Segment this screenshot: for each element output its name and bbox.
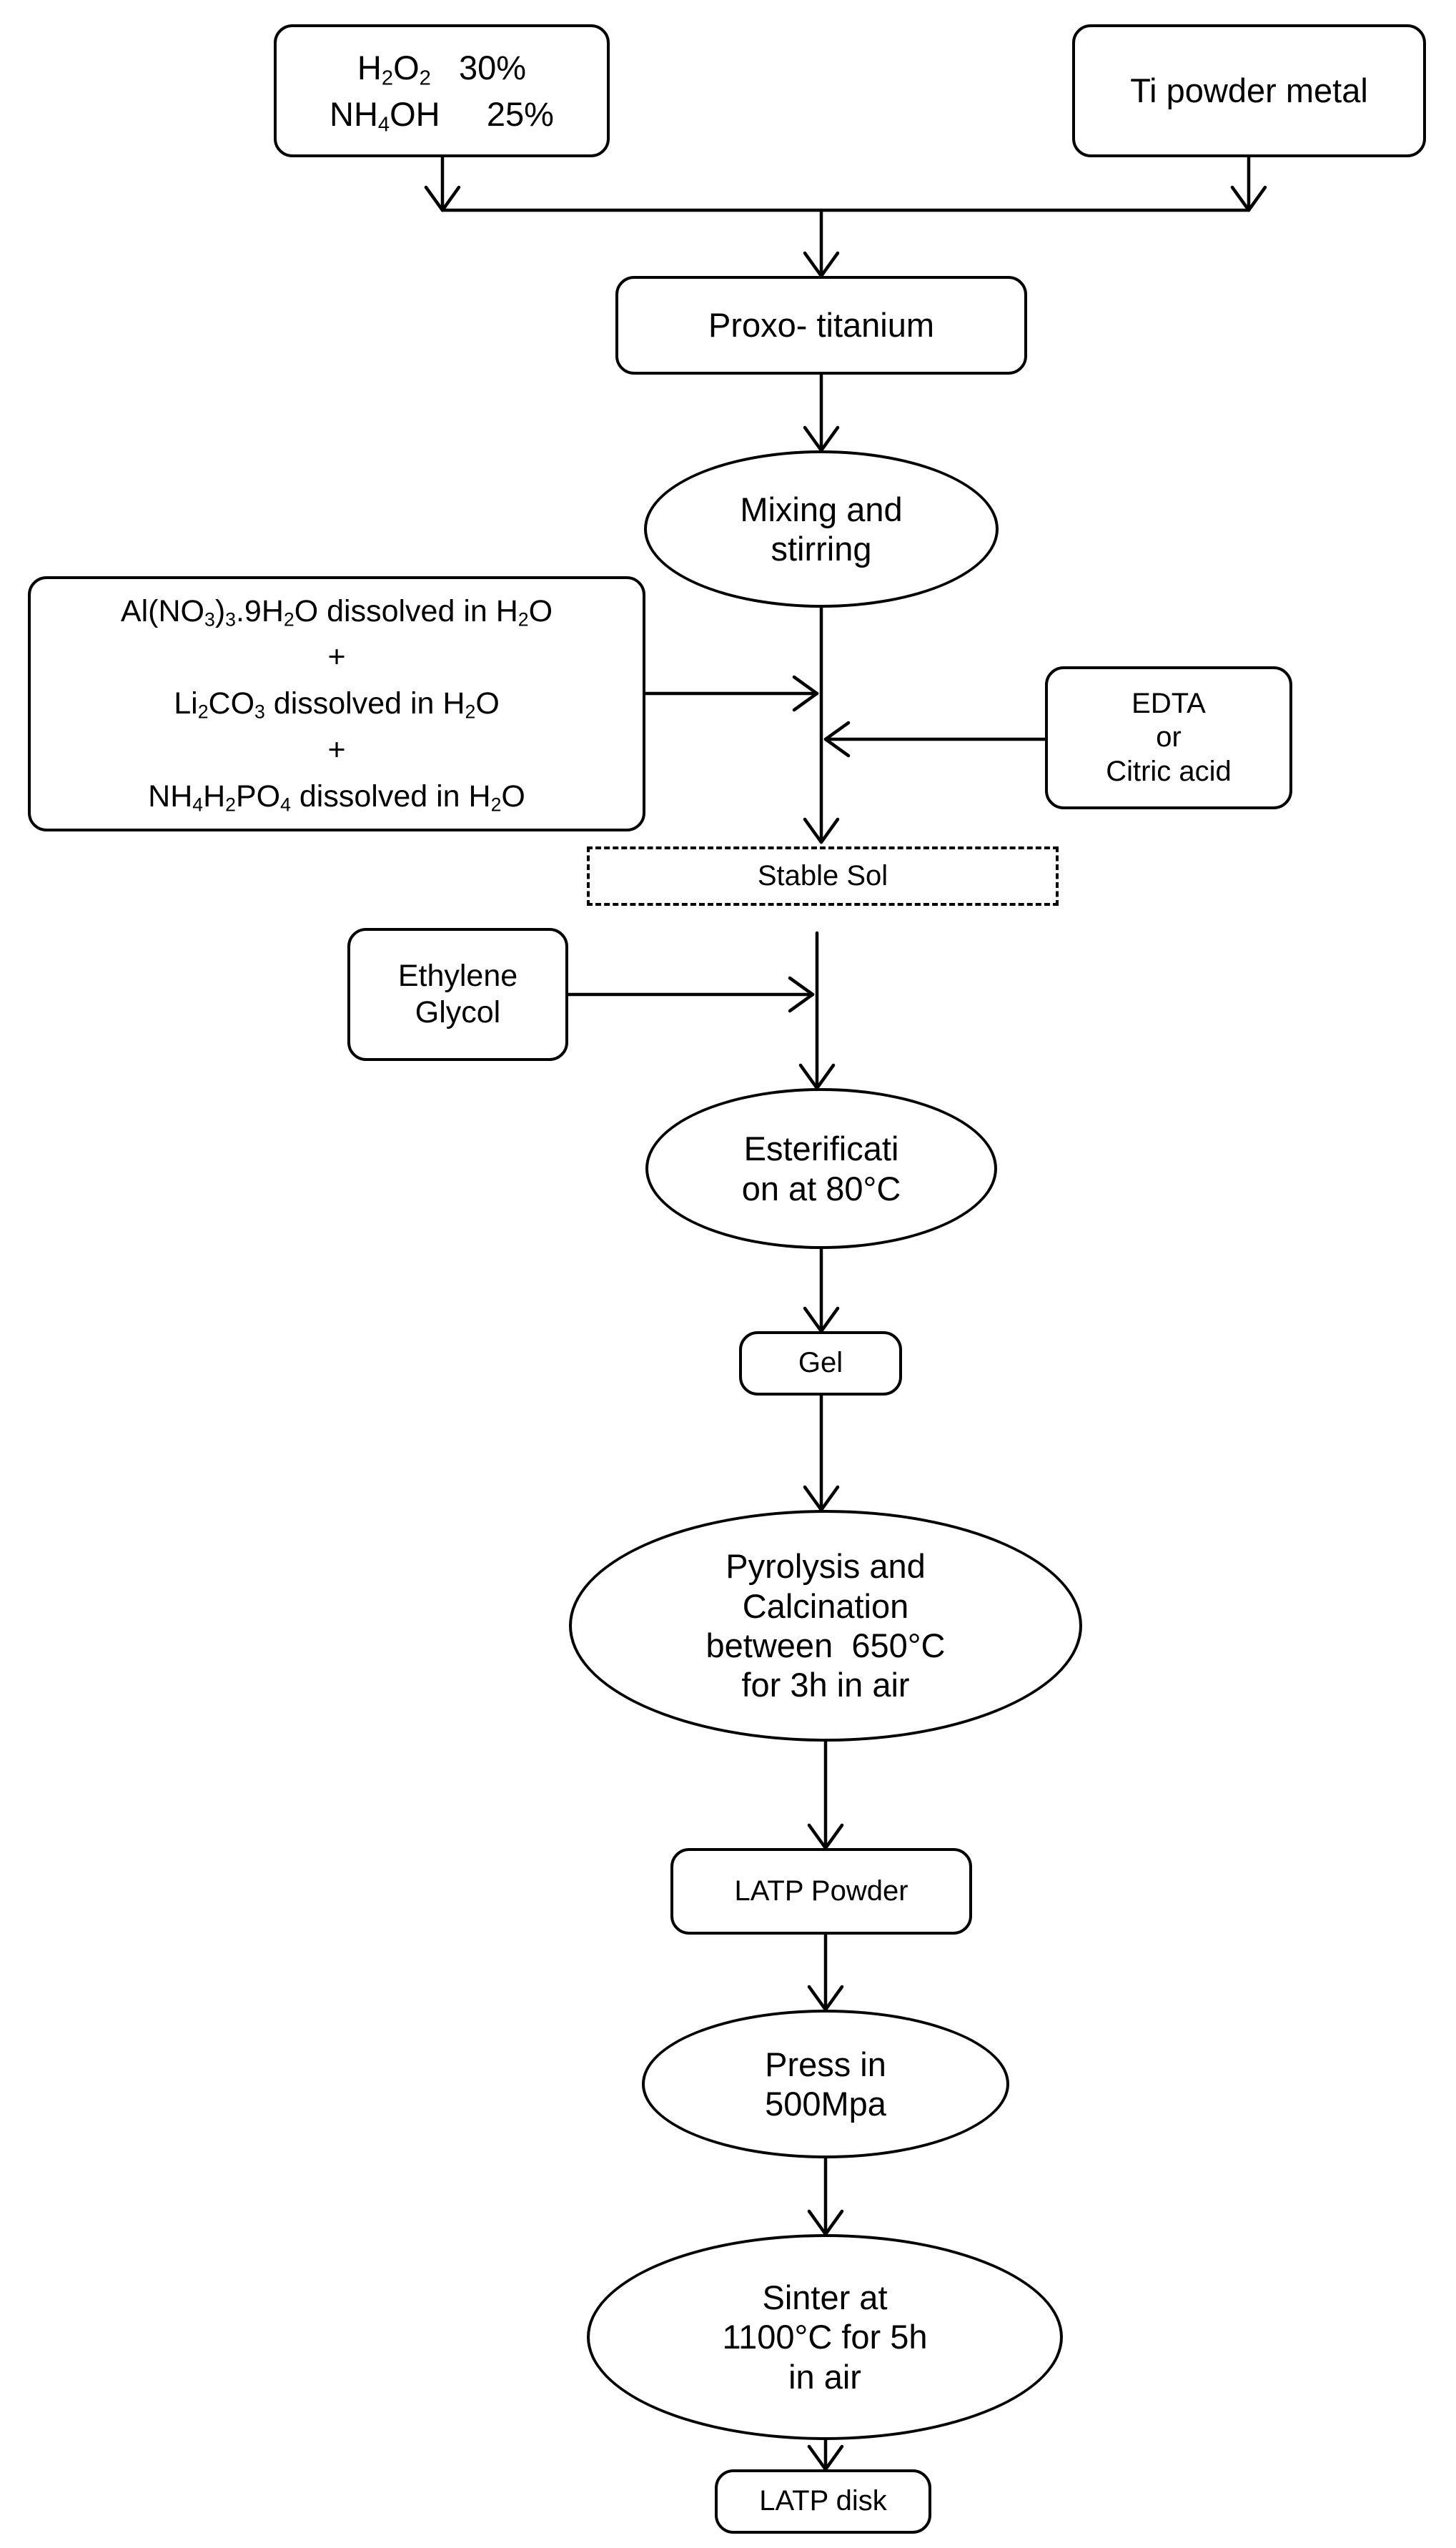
arrow-gel-to-pyrolysis	[803, 1393, 840, 1512]
arrow-sinter-to-disk	[807, 2438, 844, 2472]
mixing-line-2: stirring	[771, 530, 872, 568]
proxo-titanium-label: Proxo- titanium	[708, 306, 935, 345]
pyrolysis-line-1: Pyrolysis and	[725, 1547, 926, 1586]
latp-disk-box: LATP disk	[715, 2469, 931, 2534]
pyrolysis-line-2: Calcination	[742, 1586, 909, 1625]
h2o2-line: H2O2 30%	[357, 48, 527, 89]
ethylene-glycol-box: Ethylene Glycol	[347, 928, 568, 1061]
mixing-stirring-ellipse: Mixing and stirring	[644, 450, 999, 608]
plus-sign-2: +	[327, 732, 346, 767]
mixing-line-1: Mixing and	[740, 490, 903, 528]
ethylene-glycol-line-2: Glycol	[415, 995, 501, 1029]
stable-sol-label: Stable Sol	[757, 859, 888, 892]
pyrolysis-line-3: between 650°C	[705, 1626, 946, 1664]
arrow-pyrolysis-to-latp-powder	[807, 1739, 844, 1850]
plus-sign-1: +	[327, 640, 346, 675]
gel-box: Gel	[739, 1331, 902, 1396]
h2o2-formula: H2O2	[357, 48, 431, 89]
esterification-line-1: Esterificati	[743, 1130, 899, 1168]
precursor-salts-box: Al(NO3)3.9H2O dissolved in H2O + Li2CO3 …	[28, 576, 645, 831]
arrow-esterification-to-gel	[803, 1247, 840, 1333]
ti-powder-metal-box: Ti powder metal	[1072, 24, 1426, 157]
chelating-line-1: EDTA	[1131, 688, 1206, 720]
press-line-2: 500Mpa	[765, 2085, 886, 2123]
latp-powder-box: LATP Powder	[670, 1848, 972, 1935]
sinter-line-2: 1100°C for 5h	[722, 2318, 928, 2356]
arrow-salts-to-main	[643, 675, 819, 712]
esterification-ellipse: Esterificati on at 80°C	[645, 1088, 997, 1249]
latp-disk-label: LATP disk	[759, 2485, 887, 2517]
press-ellipse: Press in 500Mpa	[642, 2010, 1009, 2158]
pyrolysis-calcination-ellipse: Pyrolysis and Calcination between 650°C …	[569, 1510, 1082, 1742]
arrow-ti-powder-down	[1230, 155, 1267, 212]
esterification-line-2: on at 80°C	[741, 1169, 901, 1208]
chelating-line-2: or	[1156, 721, 1182, 754]
nh4oh-line: NH4OH 25%	[330, 94, 554, 137]
press-line-1: Press in	[765, 2045, 886, 2083]
latp-powder-label: LATP Powder	[734, 1875, 908, 1907]
gel-label: Gel	[798, 1347, 843, 1379]
chelating-agent-box: EDTA or Citric acid	[1045, 666, 1292, 809]
arrow-press-to-sinter	[807, 2156, 844, 2236]
ethylene-glycol-line-1: Ethylene	[397, 959, 518, 994]
pyrolysis-line-4: for 3h in air	[741, 1666, 910, 1704]
stable-sol-box: Stable Sol	[587, 846, 1059, 906]
arrow-reagents-down	[424, 155, 461, 212]
nh4oh-concentration: 25%	[486, 95, 554, 133]
arrow-join-to-proxo	[803, 208, 840, 278]
arrow-latp-powder-to-press	[807, 1932, 844, 2012]
h2o2-concentration: 30%	[459, 48, 527, 87]
arrow-chelating-to-main	[823, 721, 1047, 758]
salt-line-aluminium: Al(NO3)3.9H2O dissolved in H2O	[120, 593, 553, 631]
arrow-ethylene-glycol-to-main	[566, 976, 815, 1013]
salt-line-phosphate: NH4H2PO4 dissolved in H2O	[148, 779, 525, 816]
arrow-stable-sol-to-esterification	[798, 931, 836, 1090]
sinter-ellipse: Sinter at 1100°C for 5h in air	[587, 2234, 1063, 2440]
sinter-line-3: in air	[788, 2357, 861, 2396]
ti-powder-metal-label: Ti powder metal	[1130, 71, 1368, 110]
arrow-mixing-to-stable-sol	[803, 606, 840, 844]
nh4oh-formula: NH4OH	[330, 95, 440, 137]
salt-line-lithium: Li2CO3 dissolved in H2O	[174, 686, 500, 723]
reagents-box: H2O2 30% NH4OH 25%	[274, 24, 610, 157]
chelating-line-3: Citric acid	[1106, 755, 1232, 787]
arrow-proxo-to-mixing	[803, 372, 840, 453]
sinter-line-1: Sinter at	[762, 2278, 888, 2316]
proxo-titanium-box: Proxo- titanium	[615, 276, 1027, 375]
